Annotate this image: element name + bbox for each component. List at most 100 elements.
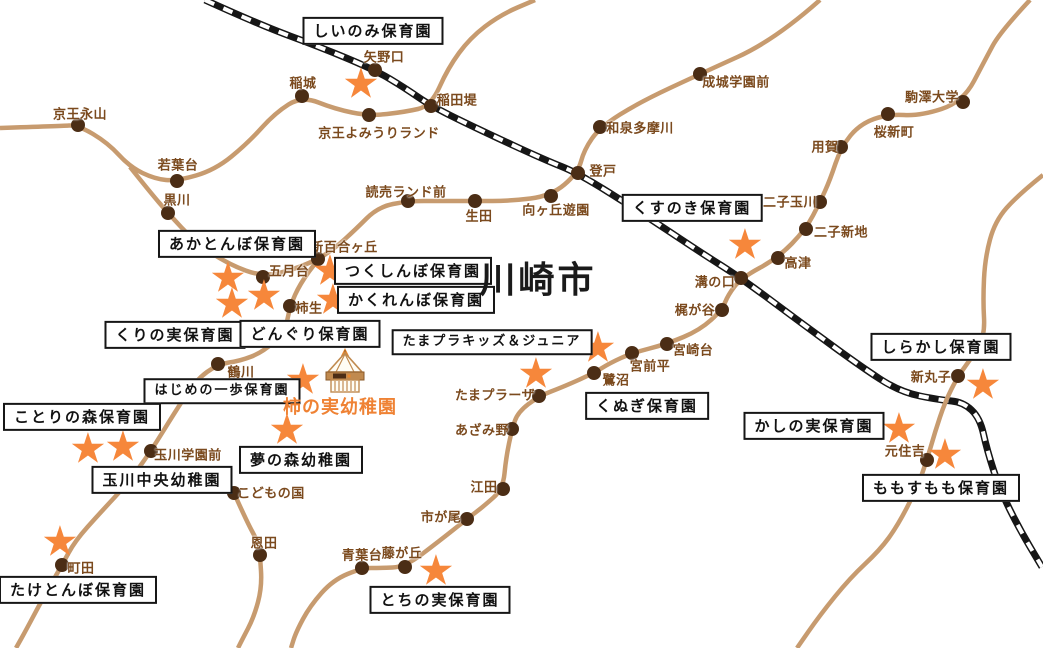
school-label-box: くぬぎ保育園 bbox=[585, 391, 709, 421]
school-star-marker: ★ bbox=[104, 421, 142, 471]
station-label: 京王よみうりランド bbox=[318, 126, 440, 142]
school-label-box: しいのみ保育園 bbox=[302, 16, 444, 46]
station-dot bbox=[424, 99, 438, 113]
school-label-box: ももすもも保育園 bbox=[861, 473, 1021, 503]
station-dot bbox=[544, 189, 558, 203]
station-dot bbox=[532, 389, 546, 403]
station-label: 桜新町 bbox=[873, 125, 915, 141]
station-label: 若葉台 bbox=[157, 158, 199, 174]
station-label: たまプラーザ bbox=[454, 388, 536, 404]
station-dot bbox=[295, 89, 309, 103]
school-star-marker: ★ bbox=[213, 278, 251, 328]
station-dot bbox=[211, 357, 225, 371]
station-label: 登戸 bbox=[589, 164, 617, 180]
station-label: 宮崎台 bbox=[672, 343, 714, 359]
station-label: 柿生 bbox=[295, 301, 323, 317]
station-dot bbox=[920, 453, 934, 467]
school-label-box: たまプラキッズ＆ジュニア bbox=[391, 329, 593, 355]
school-star-marker: ★ bbox=[245, 270, 283, 320]
school-label-box: はじめの一歩保育園 bbox=[143, 378, 301, 404]
station-dot bbox=[144, 444, 158, 458]
station-label: 恩田 bbox=[250, 536, 278, 552]
school-label-box: たけとんぼ保育園 bbox=[0, 575, 158, 605]
station-dot bbox=[771, 251, 785, 265]
school-label-box: あかとんぼ保育園 bbox=[157, 229, 317, 259]
station-dot bbox=[956, 95, 970, 109]
keio-line bbox=[0, 0, 536, 183]
kodomonokuni-line bbox=[231, 492, 264, 648]
city-label: 川崎市 bbox=[479, 260, 597, 301]
station-label: 江田 bbox=[470, 480, 498, 496]
school-star-marker: ★ bbox=[880, 403, 918, 453]
station-label: 成城学園前 bbox=[702, 75, 770, 91]
station-dot bbox=[368, 63, 382, 77]
station-label: 京王永山 bbox=[52, 107, 108, 123]
school-label-box: つくしんぼ保育園 bbox=[333, 256, 493, 286]
station-label: 二子新地 bbox=[813, 225, 869, 241]
station-dot bbox=[460, 512, 474, 526]
station-label: 稲城 bbox=[289, 76, 317, 92]
station-label: こどもの国 bbox=[237, 486, 305, 502]
station-label: 町田 bbox=[67, 561, 95, 577]
station-label: 駒澤大学 bbox=[904, 90, 960, 106]
station-label: 新丸子 bbox=[910, 370, 952, 386]
station-label: 鶴川 bbox=[227, 365, 255, 381]
station-dot bbox=[362, 108, 376, 122]
school-star-marker: ★ bbox=[268, 404, 306, 454]
school-label-box: しらかし保育園 bbox=[870, 332, 1012, 362]
station-dot bbox=[505, 422, 519, 436]
school-star-marker: ★ bbox=[342, 58, 380, 108]
station-label: 鷺沼 bbox=[602, 373, 630, 389]
station-label: あざみ野 bbox=[454, 423, 510, 439]
station-dot bbox=[253, 548, 267, 562]
station-label: 和泉多摩川 bbox=[606, 121, 674, 137]
tokyu-toyoko-line bbox=[795, 173, 1043, 648]
station-dot bbox=[951, 369, 965, 383]
school-label-box: どんぐり保育園 bbox=[239, 319, 381, 349]
station-dot bbox=[660, 337, 674, 351]
school-star-marker: ★ bbox=[926, 429, 964, 479]
school-star-marker: ★ bbox=[209, 252, 247, 302]
school-star-marker: ★ bbox=[41, 516, 79, 566]
station-label: 二子玉川 bbox=[762, 195, 818, 211]
station-label: 用賀 bbox=[811, 140, 839, 156]
station-dot bbox=[256, 270, 270, 284]
station-dot bbox=[161, 206, 175, 220]
kindergarten-building-icon bbox=[324, 348, 366, 400]
station-label: 藤が丘 bbox=[381, 546, 423, 562]
school-label-box: かくれんぼ保育園 bbox=[336, 285, 496, 315]
school-star-marker: ★ bbox=[726, 219, 764, 269]
station-label: 玉川学園前 bbox=[154, 448, 222, 464]
station-dot bbox=[55, 558, 69, 572]
station-dot bbox=[881, 107, 895, 121]
school-label-box: かしの実保育園 bbox=[743, 411, 885, 441]
station-label: 梶が谷 bbox=[674, 303, 716, 319]
station-label: 矢野口 bbox=[363, 50, 405, 66]
school-label-box: とちの実保育園 bbox=[369, 585, 511, 615]
station-dot bbox=[398, 560, 412, 574]
station-dot bbox=[170, 174, 184, 188]
station-label: 生田 bbox=[465, 209, 493, 225]
jr-nambu-line bbox=[203, 0, 1043, 569]
station-dot bbox=[71, 118, 85, 132]
station-dot bbox=[355, 561, 369, 575]
school-star-marker: ★ bbox=[417, 545, 455, 595]
station-label: 市が尾 bbox=[420, 510, 462, 526]
station-label: 新百合ヶ丘 bbox=[310, 240, 378, 256]
station-label: 溝の口 bbox=[694, 275, 736, 291]
station-dot bbox=[715, 303, 729, 317]
station-dot bbox=[813, 195, 827, 209]
school-label-box: くすのき保育園 bbox=[621, 193, 763, 223]
station-dot bbox=[283, 299, 297, 313]
station-label: 五月台 bbox=[268, 264, 310, 280]
station-dot bbox=[468, 194, 482, 208]
station-label: 青葉台 bbox=[341, 548, 383, 564]
station-label: 稲田堤 bbox=[436, 93, 478, 109]
school-star-marker: ★ bbox=[517, 348, 555, 398]
station-dot bbox=[496, 482, 510, 496]
station-dot bbox=[734, 271, 748, 285]
school-label-box: くりの実保育園 bbox=[104, 320, 246, 350]
station-label: 向ヶ丘遊園 bbox=[522, 203, 590, 219]
school-label-box: 夢の森幼稚園 bbox=[238, 445, 364, 475]
